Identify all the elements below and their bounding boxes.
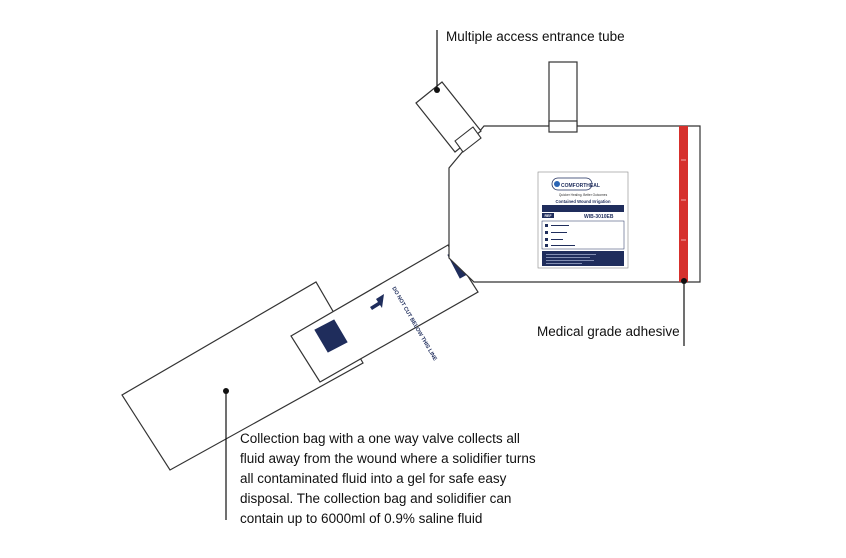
callout-collection-bag-line: Collection bag with a one way valve coll… [240,431,520,446]
callout-collection-bag-line: disposal. The collection bag and solidif… [240,491,512,506]
callout-leaders [225,30,685,520]
callout-collection-bag: Collection bag with a one way valve coll… [240,429,536,529]
flow-arrow-icon [370,294,384,310]
callout-adhesive: Medical grade adhesive [537,324,680,339]
callout-collection-bag-line: fluid away from the wound where a solidi… [240,451,536,466]
callout-collection-bag-line: contain up to 6000ml of 0.9% saline flui… [240,511,483,526]
label-ref: WIB-3010EB [584,214,614,220]
callout-entrance-tube: Multiple access entrance tube [446,29,625,44]
callout-dots [223,87,687,394]
dot-adhesive [681,278,687,284]
top-port [548,61,578,133]
product-label: COMFORTHEAL Quicker Healing. Better Outc… [537,171,629,269]
entrance-tube [415,81,482,153]
adhesive-strip [679,126,688,282]
dot-entrance-tube [434,87,440,93]
label-product: Contained Wound Irrigation [555,199,610,204]
one-way-valve [314,319,348,353]
dot-collection-bag [223,388,229,394]
label-brand: COMFORTHEAL [561,183,600,189]
label-ref-tag: REF [545,214,553,218]
label-tagline: Quicker Healing. Better Outcomes [559,193,608,197]
adhesive-strip-marks [681,159,686,241]
callout-collection-bag-line: all contaminated fluid into a gel for sa… [240,471,507,486]
